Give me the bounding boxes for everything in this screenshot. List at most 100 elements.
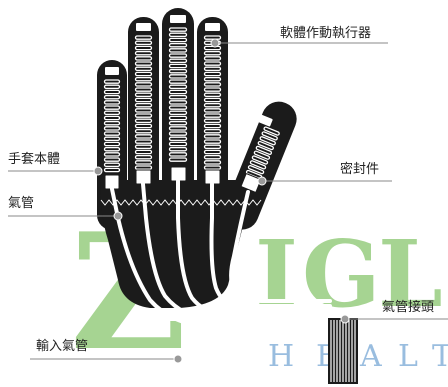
- bellow-ring: [203, 154, 222, 160]
- bellow-ring: [134, 139, 153, 144]
- bellow-ring: [103, 152, 121, 157]
- bellow-ring: [168, 146, 188, 152]
- label-input-tube: 輸入氣管: [36, 339, 89, 354]
- bellow-ring: [203, 160, 222, 165]
- actuator-bellow: [245, 126, 280, 180]
- finger-tip-caps: [105, 15, 273, 127]
- bellow-ring: [134, 128, 153, 134]
- bellow-ring: [134, 61, 153, 66]
- bellow-ring: [134, 108, 153, 113]
- bellow-ring: [134, 144, 153, 150]
- bellow-ring: [134, 160, 153, 165]
- bellow-ring: [168, 32, 188, 38]
- wrist-zigzag: [100, 199, 262, 206]
- tip-cap: [105, 67, 119, 75]
- bellow-ring: [103, 110, 121, 116]
- bellow-ring: [103, 157, 121, 162]
- bellow-ring: [134, 71, 153, 77]
- label-air-tube: 氣管: [8, 196, 35, 211]
- air-tube: [141, 182, 332, 322]
- bellow-ring: [203, 123, 222, 129]
- watermark-letter: A: [360, 339, 382, 374]
- seal-block: [204, 169, 221, 185]
- bellow-ring: [168, 89, 188, 95]
- bellow-ring: [103, 105, 121, 110]
- seal-blocks: [104, 166, 262, 193]
- bellow-ring: [134, 154, 153, 160]
- bellow-ring: [134, 45, 153, 51]
- leader-dot: [93, 166, 103, 176]
- bellow-ring: [203, 97, 222, 103]
- tip-cap: [256, 113, 273, 127]
- bellow-ring: [134, 35, 153, 40]
- bellow-ring: [203, 113, 222, 118]
- bellow-ring: [203, 87, 222, 92]
- bellow-ring: [134, 123, 153, 129]
- bellow-ring: [134, 97, 153, 103]
- bellow-ring: [247, 165, 265, 175]
- label-glove-body: 手套本體: [8, 152, 61, 167]
- bellow-ring: [253, 150, 271, 160]
- bellow-ring: [103, 162, 121, 168]
- bellow-ring: [134, 113, 153, 118]
- bellow-ring: [168, 152, 188, 157]
- bellow-ring: [103, 100, 121, 105]
- bellow-ring: [168, 131, 188, 136]
- watermark-letter: T: [432, 339, 448, 374]
- seal-block: [240, 173, 262, 193]
- air-tubes: [110, 179, 332, 329]
- bellow-ring: [103, 89, 121, 95]
- bellow-ring: [168, 63, 188, 69]
- bellow-ring: [134, 118, 153, 124]
- air-tube: [176, 179, 332, 315]
- bellow-ring: [134, 102, 153, 108]
- bellow-ring: [168, 94, 188, 100]
- bellow-ring: [168, 157, 188, 162]
- seal-block: [104, 174, 120, 190]
- watermark-letter: H: [268, 339, 295, 374]
- bellow-ring: [263, 126, 280, 136]
- bellow-ring: [134, 40, 153, 46]
- bellow-ring: [261, 131, 278, 141]
- bellow-ring: [103, 141, 121, 147]
- actuator-coils: [103, 27, 280, 180]
- bellow-ring: [168, 53, 188, 58]
- glove-body-shape: [97, 8, 297, 308]
- leader-dot: [257, 176, 267, 186]
- bellow-ring: [203, 56, 222, 61]
- bellow-ring: [168, 100, 188, 105]
- bellow-ring: [203, 61, 222, 66]
- bellow-ring: [203, 108, 222, 113]
- label-tube-connector: 氣管接頭: [382, 300, 435, 315]
- bellow-ring: [103, 167, 121, 173]
- bellow-ring: [203, 76, 222, 82]
- bellow-ring: [168, 37, 188, 43]
- bellow-ring: [103, 79, 121, 84]
- bellow-ring: [103, 94, 121, 100]
- bellow-ring: [255, 145, 273, 156]
- bellow-ring: [203, 71, 222, 77]
- bellow-ring: [103, 120, 121, 126]
- bellow-ring: [203, 165, 222, 170]
- bellow-ring: [203, 82, 222, 87]
- bellow-ring: [168, 79, 188, 84]
- leader-dot: [210, 38, 220, 48]
- bellow-ring: [203, 139, 222, 144]
- bellow-ring: [168, 110, 188, 116]
- label-seal: 密封件: [340, 162, 380, 177]
- seal-block: [170, 166, 187, 182]
- bellow-ring: [168, 27, 188, 32]
- bellow-ring: [168, 58, 188, 64]
- bellow-ring: [251, 155, 269, 165]
- bellow-ring: [203, 66, 222, 72]
- air-tube: [209, 182, 332, 308]
- bellow-ring: [134, 87, 153, 92]
- leader-dot: [173, 354, 183, 364]
- bellow-ring: [103, 126, 121, 131]
- leader-dot: [113, 211, 123, 221]
- bellow-ring: [134, 134, 153, 139]
- actuator-bellow: [168, 27, 188, 162]
- leader-dot: [340, 314, 350, 324]
- watermark-letter: L: [378, 220, 443, 328]
